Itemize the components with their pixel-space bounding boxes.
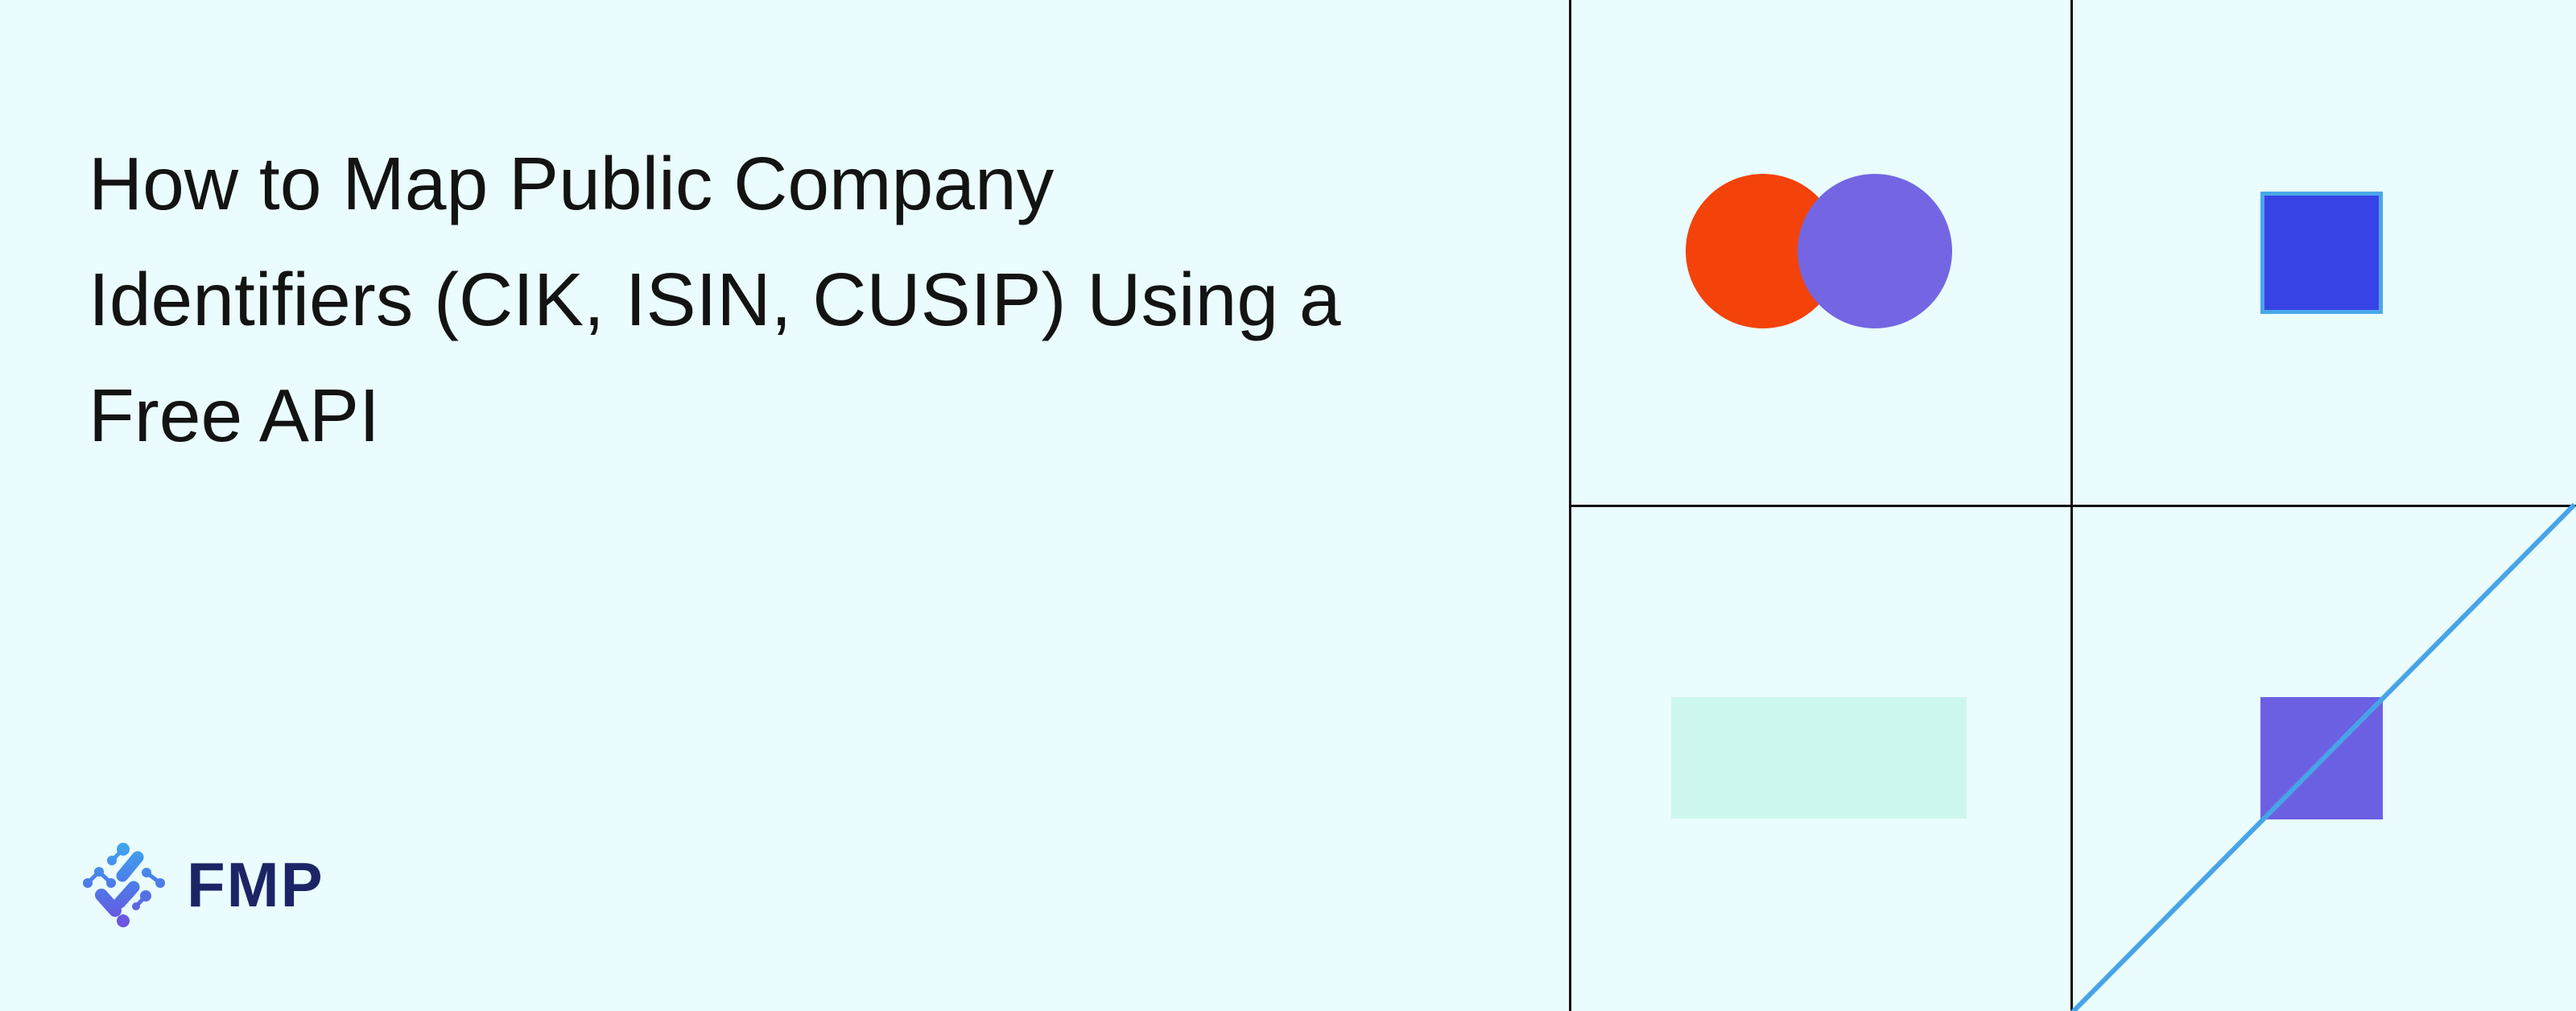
fmp-logo-mark-icon (83, 843, 165, 927)
purple-circle-shape (1798, 174, 1952, 328)
purple-square-shape (2260, 697, 2383, 819)
mint-rectangle-shape (1671, 697, 1967, 819)
grid-horizontal-line (1569, 505, 2576, 507)
page-title: How to Map Public Company Identifiers (C… (89, 142, 1341, 458)
fmp-logo: FMP (80, 842, 324, 927)
fmp-wordmark: FMP (187, 849, 324, 920)
blue-bordered-square-shape (2260, 192, 2383, 314)
